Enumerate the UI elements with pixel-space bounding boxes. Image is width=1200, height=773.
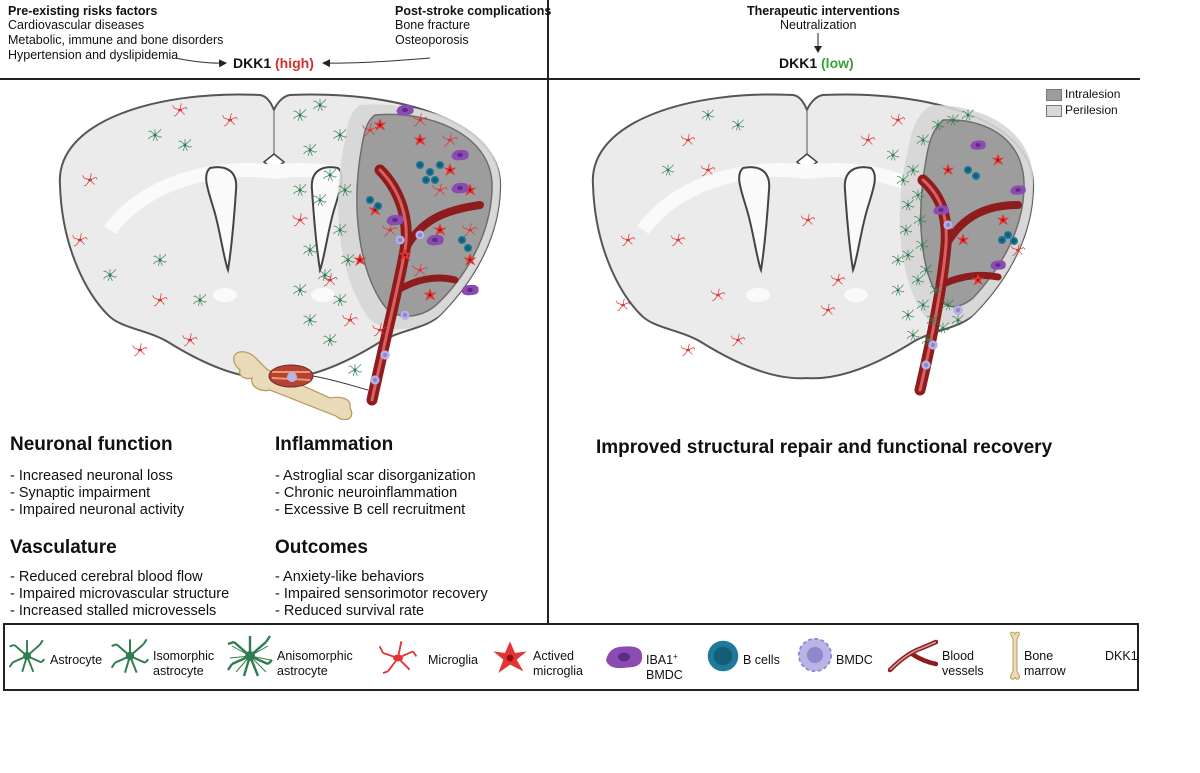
legend-bmdc-label: BMDC: [836, 653, 873, 667]
b-cell: [373, 201, 383, 211]
isomorphic-astrocyte-icon: [110, 638, 150, 674]
dkk1-marker: [438, 321, 442, 329]
outcomes-item: - Anxiety-like behaviors: [275, 569, 425, 585]
legend-iba1-label: IBA1+BMDC: [646, 652, 683, 683]
post-stroke-title: Post-stroke complications: [395, 4, 552, 18]
microglia-cell: [132, 342, 148, 357]
microglia-cell: [680, 343, 696, 356]
header-arrows: [174, 57, 431, 68]
neuronal-function-title: Neuronal function: [10, 434, 173, 455]
vasculature-item: - Increased stalled microvessels: [10, 603, 217, 619]
dkk1-name: DKK1: [779, 55, 818, 71]
outcomes-item: - Reduced survival rate: [275, 603, 425, 619]
vasculature-title: Vasculature: [10, 537, 117, 558]
bmdc-cell: [953, 305, 963, 315]
inflammation-item: - Chronic neuroinflammation: [275, 485, 458, 501]
vasculature-item: - Reduced cerebral blood flow: [10, 569, 203, 585]
dkk1-high-label: DKK1 (high): [233, 55, 314, 71]
b-cell: [997, 235, 1007, 245]
dkk1-level-high: (high): [275, 55, 314, 71]
post-stroke-item: Bone fracture: [395, 18, 471, 32]
b-cell: [415, 160, 425, 170]
brain-low-dkk1: [591, 93, 1035, 396]
dkk1-level-low: (low): [821, 55, 854, 71]
inflammation-item: - Excessive B cell recruitment: [275, 502, 466, 518]
iba1-bmdc-icon: [606, 646, 643, 669]
b-cell: [963, 165, 973, 175]
b-cell: [971, 171, 981, 181]
vasculature-item: - Impaired microvascular structure: [10, 586, 230, 602]
center-divider: [547, 0, 549, 623]
b-cell: [463, 243, 473, 253]
perilesion-label: Perilesion: [1065, 103, 1118, 117]
risk-arrow: [174, 57, 227, 68]
conclusion-text: Improved structural repair and functiona…: [596, 437, 1053, 458]
therapeutic-title: Therapeutic interventions: [747, 4, 900, 18]
b-cell: [457, 235, 467, 245]
bmdc-cell: [415, 230, 425, 240]
risk-factor-item: Hypertension and dyslipidemia: [8, 48, 179, 62]
neuronal-item: - Increased neuronal loss: [10, 468, 173, 484]
legend-astrocyte-label: Astrocyte: [50, 653, 103, 667]
astrocyte-cell: [348, 363, 362, 377]
risk-factor-item: Cardiovascular diseases: [8, 18, 145, 32]
top-divider: [0, 78, 1140, 80]
inflammation-title: Inflammation: [275, 434, 394, 455]
activated-microglia-icon: [493, 641, 527, 673]
intralesion-swatch: [1046, 89, 1062, 101]
legend-dkk1-label: DKK1: [1105, 649, 1138, 663]
b-cell: [421, 175, 431, 185]
outcomes-title: Outcomes: [275, 537, 368, 558]
blood-vessel-icon: [888, 639, 938, 673]
blood-vessel: [914, 174, 1022, 396]
risk-factor-item: Metabolic, immune and bone disorders: [8, 33, 224, 47]
dkk1-name: DKK1: [233, 55, 272, 71]
therapeutic-item: Neutralization: [780, 18, 857, 32]
bmdc-icon: [797, 637, 833, 673]
bmdc-cell: [395, 235, 405, 245]
legend: [3, 623, 1139, 691]
bmdc-cell: [380, 350, 390, 360]
bmdc-cell: [370, 375, 380, 385]
perilesion-swatch: [1046, 105, 1062, 117]
b-cell: [365, 195, 375, 205]
intralesion-label: Intralesion: [1065, 87, 1121, 101]
b-cell: [430, 175, 440, 185]
outcomes-item: - Impaired sensorimotor recovery: [275, 586, 488, 602]
neuronal-item: - Impaired neuronal activity: [10, 502, 185, 518]
neutralization-arrow: [814, 33, 822, 53]
astrocyte-icon: [8, 639, 46, 673]
b-cell: [435, 160, 445, 170]
legend-bcells-label: B cells: [743, 653, 780, 667]
bmdc-cell: [943, 220, 953, 230]
dkk1-low-label: DKK1 (low): [779, 55, 854, 71]
microglia-icon: [378, 640, 418, 675]
bone-marrow-illustration: [233, 351, 369, 420]
brain-high-dkk1: [58, 93, 502, 420]
anisomorphic-astrocyte-icon: [226, 634, 274, 678]
bmdc-cell: [928, 340, 938, 350]
b-cell: [425, 167, 435, 177]
post-stroke-item: Osteoporosis: [395, 33, 469, 47]
bmdc-cell: [400, 310, 410, 320]
legend-microglia-label: Microglia: [428, 653, 479, 667]
b-cell-icon: [707, 640, 739, 672]
inflammation-item: - Astroglial scar disorganization: [275, 468, 476, 484]
neuronal-item: - Synaptic impairment: [10, 485, 151, 501]
bmdc-cell: [921, 360, 931, 370]
bone-marrow-icon: [1010, 631, 1020, 680]
post-arrow: [322, 57, 431, 68]
intralesion-region: [356, 113, 493, 317]
b-cell: [1009, 236, 1019, 246]
risk-factors-title: Pre-existing risks factors: [8, 4, 158, 18]
